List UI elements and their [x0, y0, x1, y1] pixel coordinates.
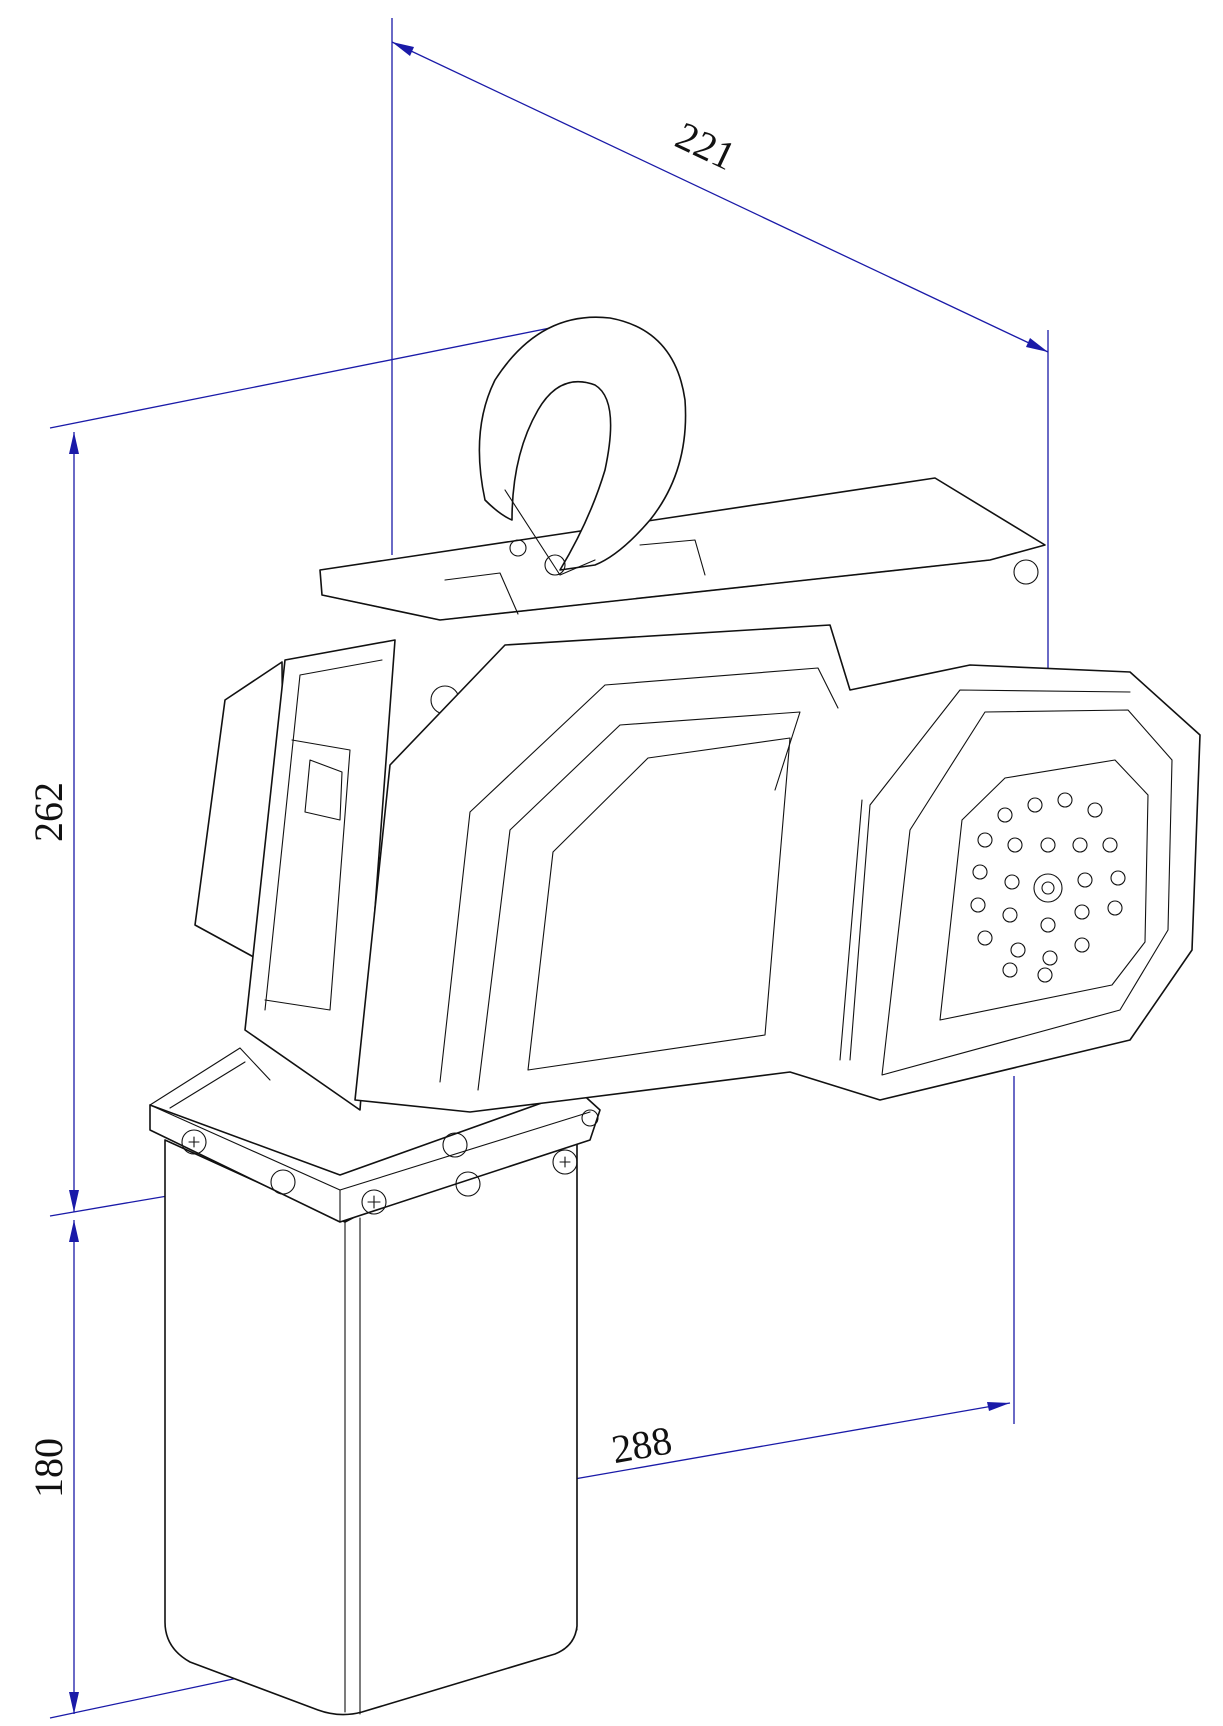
side-panel: [194, 639, 460, 1111]
lower-box: [164, 1099, 578, 1716]
screw-icon: [270, 1169, 296, 1195]
screw-icon: [552, 1149, 578, 1175]
screw-icon: [581, 1109, 599, 1127]
arrow-288-end: [987, 1402, 1010, 1411]
arrow-180-bottom: [69, 1692, 79, 1714]
screw-icon: [544, 554, 566, 576]
screw-icon: [509, 539, 527, 557]
screw-icon: [442, 1132, 468, 1158]
vent-hole: [1033, 873, 1063, 903]
screw-icon: [1013, 559, 1039, 585]
hook-icon: [478, 316, 687, 576]
arrow-180-top: [69, 1220, 79, 1242]
dimension-262-label: 262: [26, 782, 71, 842]
dimension-221-label: 221: [669, 113, 742, 179]
arrow-262-bottom: [69, 1190, 79, 1212]
screw-icon: [455, 1171, 481, 1197]
arrow-221-end: [1026, 338, 1048, 352]
screw-icon: [181, 1129, 207, 1155]
dimension-262: 262: [26, 324, 566, 1217]
arrow-262-top: [69, 432, 79, 454]
screw-icon: [361, 1189, 387, 1215]
dimension-288-label: 288: [608, 1417, 675, 1472]
dimension-180-label: 180: [26, 1438, 71, 1498]
mount-bracket: [149, 1047, 601, 1223]
dimension-180: 180: [26, 1220, 253, 1719]
motor-housing: [354, 624, 1201, 1113]
vent-grille: [939, 759, 1149, 1021]
top-window: [527, 737, 791, 1071]
top-frame: [319, 477, 1046, 621]
arrow-221-start: [392, 42, 414, 56]
vent-hole: [1041, 881, 1055, 895]
